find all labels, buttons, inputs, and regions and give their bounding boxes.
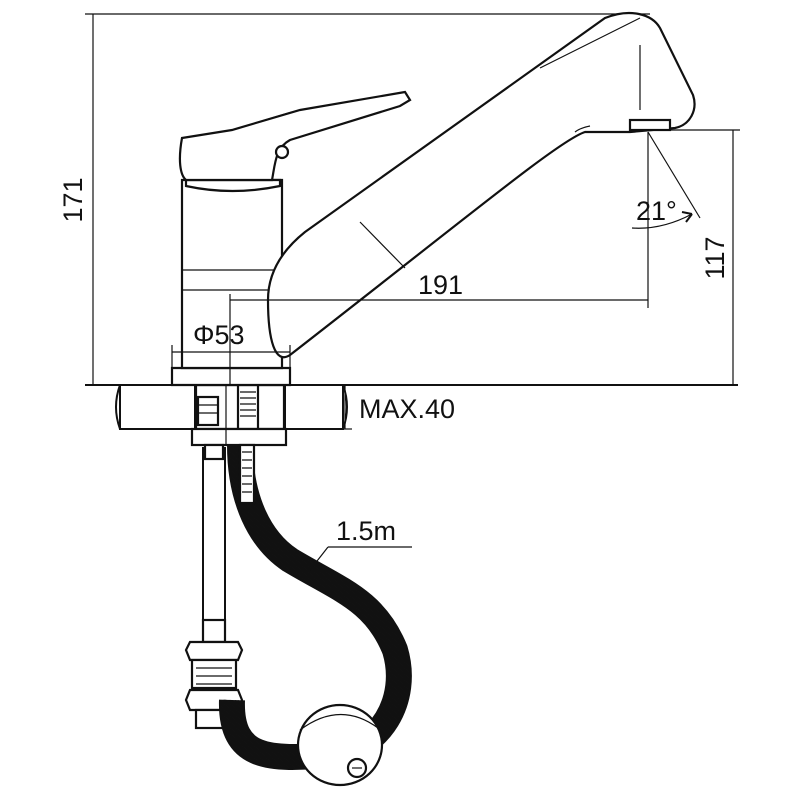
hose-counterweight xyxy=(296,703,384,787)
hose-length-label: 1.5m xyxy=(336,516,396,546)
pullout-spout xyxy=(266,11,696,359)
supply-hose xyxy=(184,443,244,730)
dimension-angle: 21° xyxy=(631,131,701,229)
spout-height-label: 117 xyxy=(700,236,730,279)
base-diameter-label: Φ53 xyxy=(193,320,245,350)
dimension-base-diameter: Φ53 xyxy=(171,320,291,385)
lever-handle xyxy=(178,90,412,182)
dimension-height-total: 171 xyxy=(58,13,650,385)
height-total-label: 171 xyxy=(58,177,88,222)
mounting-hardware xyxy=(190,383,288,447)
dimension-hose-length: 1.5m xyxy=(309,516,412,571)
faucet-body xyxy=(170,178,292,387)
spout-reach-label: 191 xyxy=(418,270,463,300)
dimension-spout-height: 117 xyxy=(648,129,740,385)
dimension-max-thickness: MAX.40 xyxy=(338,385,455,430)
dimension-spout-reach: 191 xyxy=(229,132,649,385)
pullout-hose xyxy=(218,443,412,770)
max-thickness-label: MAX.40 xyxy=(359,394,455,424)
angle-label: 21° xyxy=(636,196,677,226)
